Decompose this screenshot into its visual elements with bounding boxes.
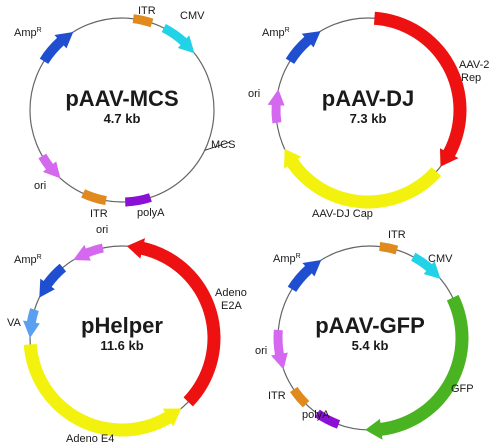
feature-label-itr: ITR xyxy=(138,5,156,17)
plasmid-pAAV-DJ: pAAV-DJ 7.3 kb AAV-2 Rep AAV-DJ Cap ori … xyxy=(248,27,489,220)
feature-blue-arrow xyxy=(39,31,74,64)
feature-label-cmv: CMV xyxy=(180,10,205,22)
feature-label-ampr: AmpR xyxy=(262,27,290,39)
feature-label-ori: ori xyxy=(255,345,267,357)
feature-label-ampr: AmpR xyxy=(273,253,301,265)
feature-label-cap: AAV-DJ Cap xyxy=(312,208,373,220)
feature-label-ori: ori xyxy=(248,88,260,100)
feature-blue-arrow xyxy=(39,263,67,298)
feature-label-rep: AAV-2 xyxy=(459,59,489,71)
plasmid-size: 7.3 kb xyxy=(350,111,387,126)
plasmid-size: 4.7 kb xyxy=(104,111,141,126)
feature-yellow-arrow xyxy=(284,148,442,209)
feature-label-ampr: AmpR xyxy=(14,254,42,266)
plasmid-pAAV-GFP: pAAV-GFP 5.4 kb ITR CMV GFP polyA ITR or… xyxy=(255,229,474,421)
plasmid-backbone xyxy=(29,17,215,203)
plasmid-name: pAAV-GFP xyxy=(315,313,425,338)
feature-label-e2a: Adeno xyxy=(215,287,247,299)
feature-label-e4: Adeno E4 xyxy=(66,433,114,445)
feature-orange-bar xyxy=(81,189,107,206)
feature-pink-arrow xyxy=(271,329,288,370)
plasmid-size: 5.4 kb xyxy=(352,338,389,353)
feature-pink-arrow xyxy=(267,89,285,124)
feature-label-polya: polyA xyxy=(302,409,330,421)
plasmid-name: pAAV-MCS xyxy=(65,86,178,111)
feature-label-va: VA xyxy=(7,317,22,329)
feature-red-arrow xyxy=(373,11,467,167)
feature-label-mcs: MCS xyxy=(211,139,235,151)
feature-orange-bar xyxy=(289,386,310,408)
feature-label-ori: ori xyxy=(96,224,108,236)
feature-blue-arrow xyxy=(23,308,40,338)
feature-label-itr: ITR xyxy=(388,229,406,241)
feature-green-arrow xyxy=(365,294,469,440)
plasmid-name: pAAV-DJ xyxy=(322,86,415,111)
feature-blue-arrow xyxy=(285,31,321,64)
feature-purple-bar xyxy=(314,409,341,429)
plasmid-name: pHelper xyxy=(81,313,163,338)
feature-pink-arrow xyxy=(38,153,61,179)
feature-yellow-arrow xyxy=(23,343,182,437)
plasmid-pAAV-MCS: pAAV-MCS 4.7 kb ITR CMV MCS polyA ITR or… xyxy=(14,5,235,220)
feature-red-arrow xyxy=(126,238,221,407)
feature-label-e2a-line2: E2A xyxy=(221,300,242,312)
plasmid-pHelper: pHelper 11.6 kb Adeno E2A Adeno E4 VA Am… xyxy=(7,224,247,445)
feature-purple-bar xyxy=(125,193,152,207)
feature-label-polya: polyA xyxy=(137,207,165,219)
mcs-tick-mark xyxy=(204,141,230,151)
feature-label-gfp: GFP xyxy=(451,383,474,395)
feature-orange-bar xyxy=(379,242,399,255)
plasmid-size: 11.6 kb xyxy=(100,338,143,353)
feature-blue-arrow xyxy=(287,259,322,292)
feature-orange-bar xyxy=(132,14,154,28)
feature-label-ampr: AmpR xyxy=(14,27,42,39)
feature-label-cmv: CMV xyxy=(428,253,453,265)
feature-label-ori: ori xyxy=(34,180,46,192)
feature-pink-arrow xyxy=(73,243,104,261)
feature-label-itr: ITR xyxy=(90,208,108,220)
feature-label-rep-line2: Rep xyxy=(461,72,481,84)
feature-cyan-arrow xyxy=(411,252,441,279)
feature-cyan-arrow xyxy=(161,24,195,54)
feature-label-itr: ITR xyxy=(268,390,286,402)
